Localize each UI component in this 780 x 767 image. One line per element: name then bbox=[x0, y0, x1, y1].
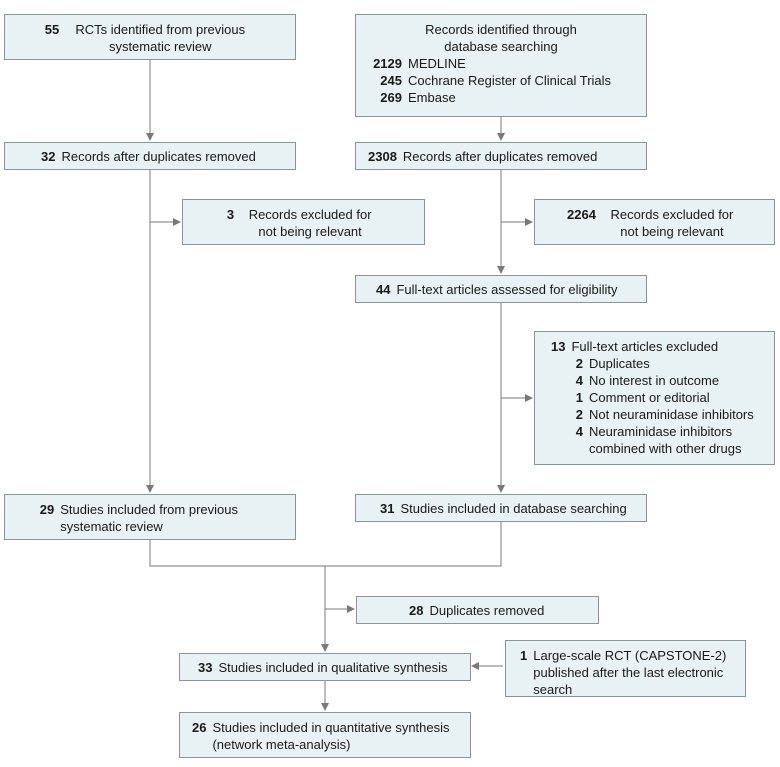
box-fulltext-excluded: 13 Full-text articles excluded 2 Duplica… bbox=[534, 331, 775, 465]
source-medline: 2129 MEDLINE bbox=[373, 56, 466, 71]
source-cochrane: 245 Cochrane Register of Clinical Trials bbox=[380, 73, 612, 88]
box-left-dedup: 32 Records after duplicates removed bbox=[4, 142, 296, 170]
list-item: 1 Comment or editorial bbox=[575, 390, 710, 405]
box-left-included: 29 Studies included from previous system… bbox=[4, 494, 296, 540]
title: 13 Full-text articles excluded bbox=[551, 339, 719, 354]
list-item: 2 Not neuraminidase inhibitors bbox=[575, 407, 754, 422]
box-right-excluded: 2264 Records excluded for not being rele… bbox=[534, 199, 775, 245]
box-duplicates-removed: 28 Duplicates removed bbox=[356, 596, 599, 624]
box-right-dedup: 2308 Records after duplicates removed bbox=[355, 142, 647, 170]
list-item: 4 Neuraminidase inhibitors combined with… bbox=[575, 424, 742, 456]
source-embase: 269 Embase bbox=[380, 90, 456, 105]
box-capstone: 1 Large-scale RCT (CAPSTONE-2) published… bbox=[505, 640, 746, 697]
exclusion-reasons: 2 Duplicates 4 No interest in outcome 1 … bbox=[573, 355, 764, 457]
box-right-included: 31 Studies included in database searchin… bbox=[355, 494, 647, 522]
box-prev-review: 55 RCTs identified from previous systema… bbox=[4, 14, 296, 60]
count: 55 bbox=[44, 22, 60, 37]
label: RCTs identified from previous systematic… bbox=[75, 22, 246, 54]
title: Records identified through database sear… bbox=[425, 22, 577, 54]
list-item: 4 No interest in outcome bbox=[575, 373, 720, 388]
list-item: 2 Duplicates bbox=[575, 356, 650, 371]
box-left-excluded: 3 Records excluded for not being relevan… bbox=[182, 199, 425, 245]
box-quantitative-synthesis: 26 Studies included in quantitative synt… bbox=[179, 712, 471, 758]
box-qualitative-synthesis: 33 Studies included in qualitative synth… bbox=[179, 653, 471, 681]
box-fulltext-assessed: 44 Full-text articles assessed for eligi… bbox=[355, 275, 647, 303]
box-database-search: Records identified through database sear… bbox=[355, 14, 647, 117]
